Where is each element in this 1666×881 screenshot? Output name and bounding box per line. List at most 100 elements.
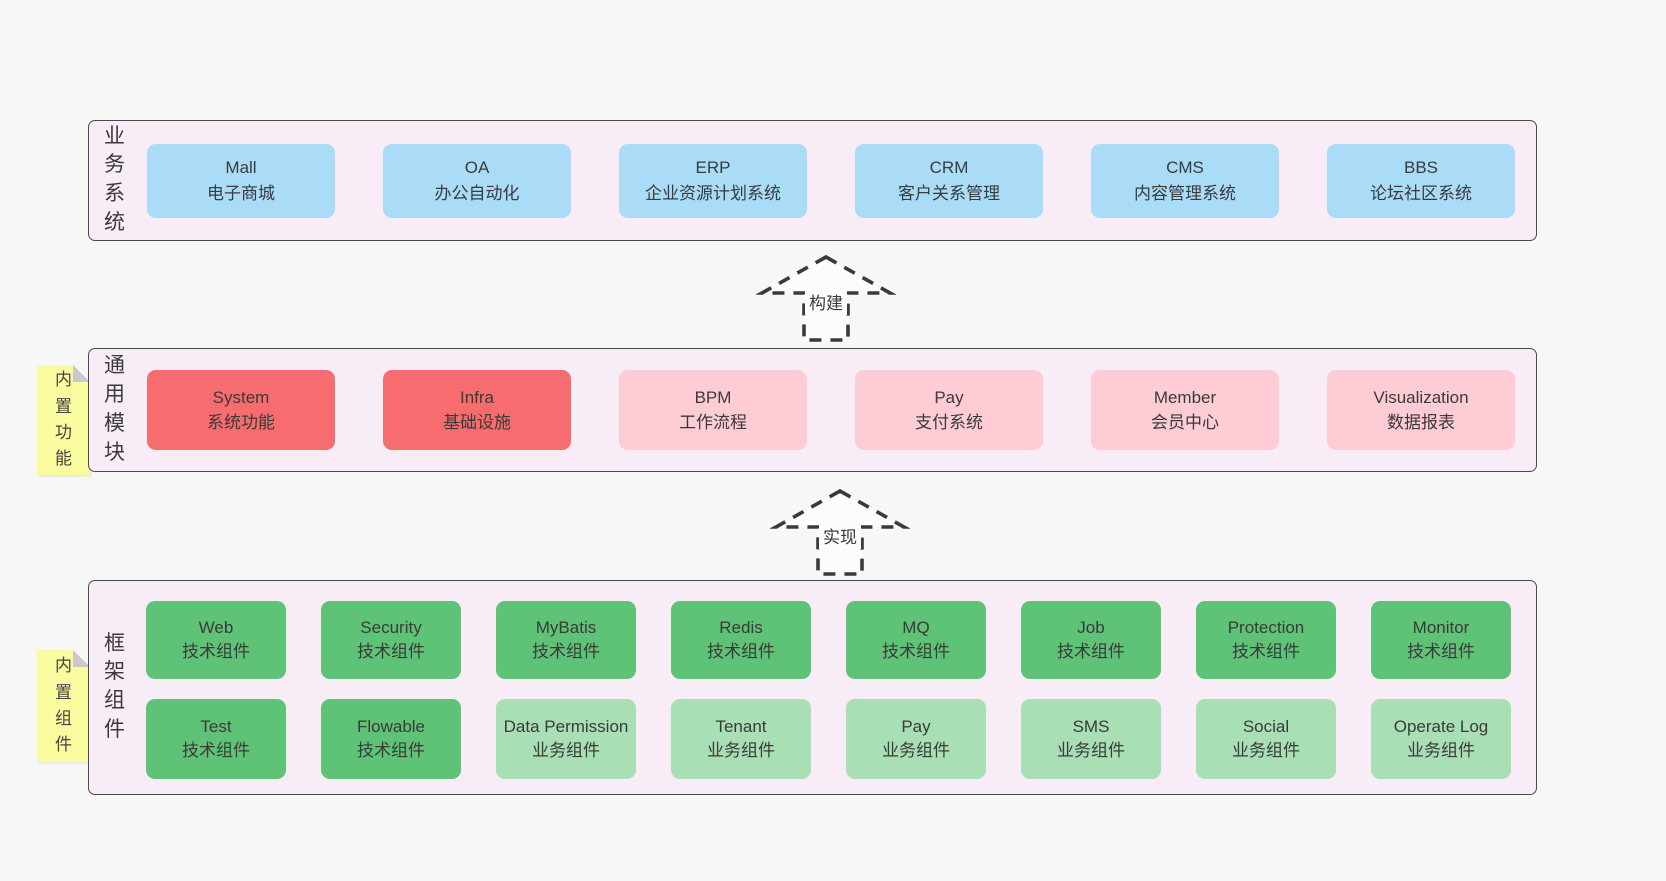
box-subtitle: 技术组件 xyxy=(532,642,600,661)
box-title: Infra xyxy=(459,387,495,407)
box-subtitle: 技术组件 xyxy=(1407,642,1475,661)
box-title: Web xyxy=(198,617,234,637)
box-operate-log: Operate Log 业务组件 xyxy=(1371,699,1511,779)
box-subtitle: 技术组件 xyxy=(357,741,425,760)
box-title: Flowable xyxy=(356,716,426,736)
box-subtitle: 技术组件 xyxy=(882,642,950,661)
box-title: Data Permission xyxy=(503,716,629,736)
box-subtitle: 工作流程 xyxy=(679,413,747,432)
box-system: System 系统功能 xyxy=(147,370,335,450)
box-visualization: Visualization 数据报表 xyxy=(1327,370,1515,450)
box-bpm: BPM 工作流程 xyxy=(619,370,807,450)
framework-row-2: Test 技术组件 Flowable 技术组件 Data Permission … xyxy=(146,699,1511,779)
box-title: MQ xyxy=(902,617,930,637)
box-subtitle: 技术组件 xyxy=(182,741,250,760)
box-subtitle: 技术组件 xyxy=(707,642,775,661)
box-subtitle: 会员中心 xyxy=(1151,413,1219,432)
box-title: Mall xyxy=(225,158,257,177)
box-pay-component: Pay 业务组件 xyxy=(846,699,986,779)
box-data-permission: Data Permission 业务组件 xyxy=(496,699,636,779)
box-security: Security 技术组件 xyxy=(321,601,461,679)
box-title: Protection xyxy=(1227,617,1305,637)
panel-framework-components: 框架组件 Web 技术组件 Security 技术组件 MyBatis 技术组件… xyxy=(88,580,1537,795)
box-title: ERP xyxy=(695,158,731,177)
box-subtitle: 数据报表 xyxy=(1387,413,1455,432)
box-subtitle: 技术组件 xyxy=(1057,642,1125,661)
modules-boxes-row: System 系统功能 Infra 基础设施 BPM 工作流程 Pay 支付系统… xyxy=(147,349,1515,471)
box-title: Social xyxy=(1242,716,1290,736)
box-title: Visualization xyxy=(1373,387,1469,407)
implement-arrow: 实现 xyxy=(770,486,910,578)
box-subtitle: 技术组件 xyxy=(1232,642,1300,661)
box-flowable: Flowable 技术组件 xyxy=(321,699,461,779)
box-subtitle: 技术组件 xyxy=(357,642,425,661)
box-subtitle: 业务组件 xyxy=(1232,741,1300,760)
box-mall: Mall 电子商城 xyxy=(147,143,335,218)
box-subtitle: 业务组件 xyxy=(707,741,775,760)
box-subtitle: 业务组件 xyxy=(1057,741,1125,760)
build-arrow: 构建 xyxy=(756,252,896,344)
box-title: MyBatis xyxy=(535,617,597,637)
box-title: CRM xyxy=(929,158,969,177)
box-member: Member 会员中心 xyxy=(1091,370,1279,450)
framework-row-1: Web 技术组件 Security 技术组件 MyBatis 技术组件 Redi… xyxy=(146,601,1511,679)
build-arrow-label: 构建 xyxy=(805,288,847,315)
box-subtitle: 业务组件 xyxy=(882,741,950,760)
sticky-label: 内置组件 xyxy=(55,656,72,755)
box-title: Redis xyxy=(719,617,763,637)
box-subtitle: 业务组件 xyxy=(532,741,600,760)
box-title: Security xyxy=(360,617,422,637)
box-title: CMS xyxy=(1166,158,1204,177)
box-title: BBS xyxy=(1403,158,1439,177)
box-title: Monitor xyxy=(1412,617,1470,637)
box-subtitle: 内容管理系统 xyxy=(1134,183,1236,203)
panel-common-modules: 通用模块 System 系统功能 Infra 基础设施 BPM 工作流程 Pay… xyxy=(88,348,1537,472)
box-subtitle: 电子商城 xyxy=(207,183,275,203)
box-infra: Infra 基础设施 xyxy=(383,370,571,450)
panel-modules-label: 通用模块 xyxy=(104,354,125,464)
implement-arrow-label: 实现 xyxy=(819,522,861,549)
business-boxes-row: Mall 电子商城 OA 办公自动化 ERP 企业资源计划系统 CRM 客户关系… xyxy=(147,121,1515,240)
box-job: Job 技术组件 xyxy=(1021,601,1161,679)
sticky-built-in-components: 内置组件 xyxy=(37,650,90,762)
box-crm: CRM 客户关系管理 xyxy=(855,143,1043,218)
box-mybatis: MyBatis 技术组件 xyxy=(496,601,636,679)
box-subtitle: 客户关系管理 xyxy=(898,183,1000,203)
box-oa: OA 办公自动化 xyxy=(383,143,571,218)
box-subtitle: 办公自动化 xyxy=(434,183,520,203)
box-title: Pay xyxy=(934,387,964,407)
box-title: OA xyxy=(464,158,490,177)
framework-boxes-grid: Web 技术组件 Security 技术组件 MyBatis 技术组件 Redi… xyxy=(146,601,1511,779)
box-subtitle: 论坛社区系统 xyxy=(1370,183,1472,203)
box-pay-module: Pay 支付系统 xyxy=(855,370,1043,450)
box-monitor: Monitor 技术组件 xyxy=(1371,601,1511,679)
panel-business-label: 业务系统 xyxy=(104,124,125,235)
box-subtitle: 系统功能 xyxy=(207,413,275,432)
box-erp: ERP 企业资源计划系统 xyxy=(619,143,807,218)
box-subtitle: 企业资源计划系统 xyxy=(645,183,781,203)
box-title: System xyxy=(212,387,270,407)
sticky-label: 内置功能 xyxy=(55,370,72,469)
panel-framework-label: 框架组件 xyxy=(104,631,125,742)
box-title: Member xyxy=(1153,387,1217,407)
box-subtitle: 业务组件 xyxy=(1407,741,1475,760)
box-sms: SMS 业务组件 xyxy=(1021,699,1161,779)
box-title: Job xyxy=(1077,617,1105,637)
box-social: Social 业务组件 xyxy=(1196,699,1336,779)
box-subtitle: 技术组件 xyxy=(182,642,250,661)
box-subtitle: 支付系统 xyxy=(915,413,983,432)
box-tenant: Tenant 业务组件 xyxy=(671,699,811,779)
box-redis: Redis 技术组件 xyxy=(671,601,811,679)
box-title: BPM xyxy=(694,387,732,407)
panel-business-systems: 业务系统 Mall 电子商城 OA 办公自动化 ERP 企业资源计划系统 CRM… xyxy=(88,120,1537,241)
box-title: Operate Log xyxy=(1393,716,1489,736)
box-cms: CMS 内容管理系统 xyxy=(1091,143,1279,218)
box-protection: Protection 技术组件 xyxy=(1196,601,1336,679)
box-subtitle: 基础设施 xyxy=(443,413,511,432)
box-web: Web 技术组件 xyxy=(146,601,286,679)
box-mq: MQ 技术组件 xyxy=(846,601,986,679)
sticky-built-in-functions: 内置功能 xyxy=(37,365,90,475)
box-title: Test xyxy=(200,716,232,736)
box-test: Test 技术组件 xyxy=(146,699,286,779)
